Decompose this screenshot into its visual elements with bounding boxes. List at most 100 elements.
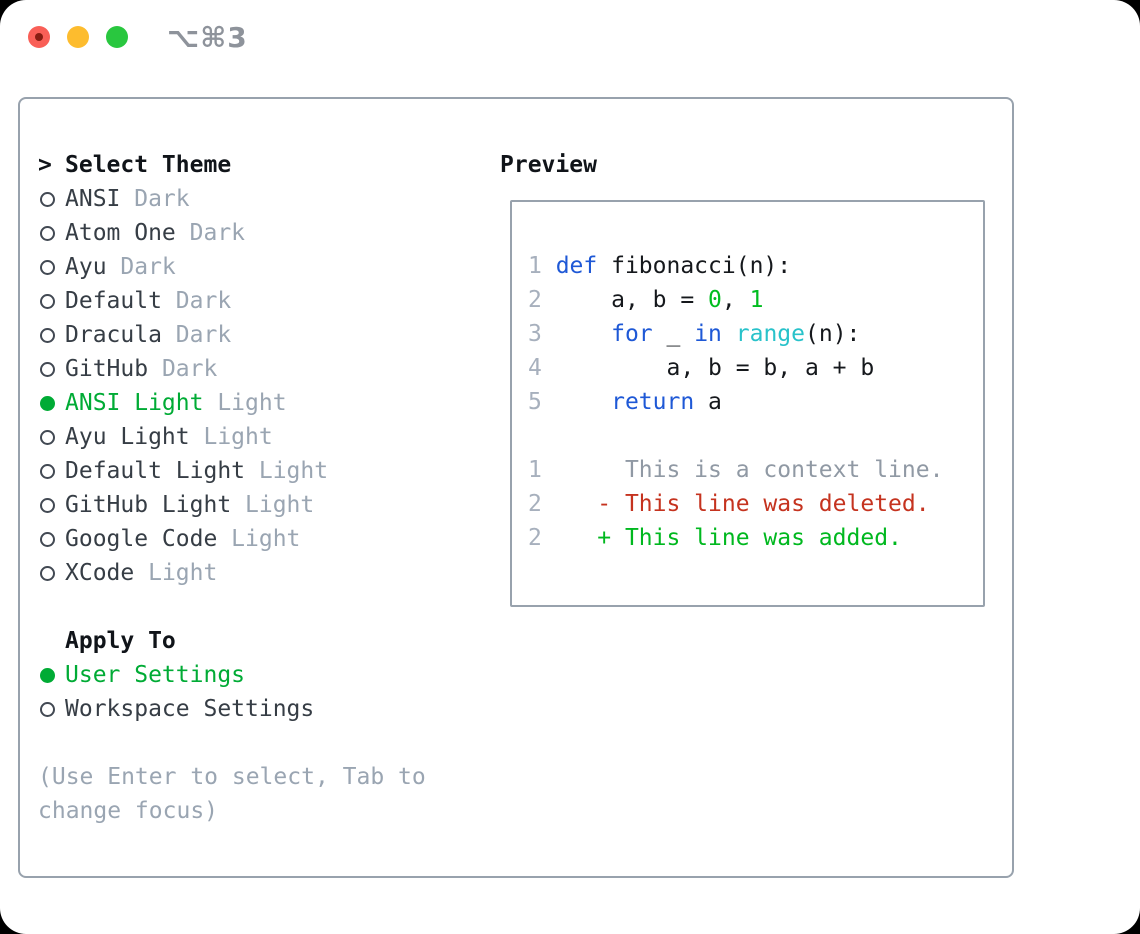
theme-option-label: Default Light: [65, 458, 246, 484]
theme-option-label: XCode: [65, 560, 135, 586]
radio-marker: [38, 361, 65, 377]
radio-icon: [40, 191, 55, 207]
line-number: 2: [528, 525, 556, 551]
token-plain: a, b = b, a + b: [555, 355, 875, 381]
theme-variant-label: Light: [231, 526, 301, 552]
theme-variant-label: Dark: [189, 220, 246, 246]
radio-marker: [38, 667, 65, 683]
theme-option-github[interactable]: GitHub Dark: [38, 352, 426, 386]
token-keyword: return: [611, 389, 695, 415]
line-number: 1: [528, 253, 556, 279]
theme-option-ansi[interactable]: ANSI Dark: [38, 182, 426, 216]
theme-variant-label: Light: [258, 458, 329, 484]
diff-context-text: This is a context line.: [555, 457, 944, 483]
apply-option-workspace-settings[interactable]: Workspace Settings: [38, 692, 426, 726]
radio-marker: [38, 327, 65, 343]
apply-option-label: User Settings: [65, 662, 246, 688]
radio-marker: [38, 531, 65, 547]
theme-option-xcode[interactable]: XCode Light: [38, 556, 426, 590]
token-plain: a, b =: [555, 287, 709, 313]
prompt-icon: >: [38, 152, 52, 178]
theme-option-label: Default: [65, 288, 162, 314]
radio-selected-icon: [40, 667, 55, 683]
theme-option-label: Dracula: [65, 322, 162, 348]
diff-added-text: + This line was added.: [597, 525, 902, 551]
radio-icon: [40, 497, 55, 513]
hint-text-line-1: (Use Enter to select, Tab to: [38, 764, 426, 790]
theme-option-label: GitHub Light: [65, 492, 232, 518]
apply-option-user-settings[interactable]: User Settings: [38, 658, 426, 692]
prompt-marker: >: [38, 152, 65, 178]
theme-variant-label: Dark: [120, 254, 176, 280]
radio-marker: [38, 429, 65, 445]
radio-icon: [40, 429, 55, 445]
radio-icon: [40, 531, 55, 547]
zoom-button[interactable]: [106, 26, 128, 48]
token-plain: (n):: [805, 321, 861, 347]
radio-icon: [40, 565, 55, 581]
theme-variant-label: Light: [217, 390, 287, 416]
token-plain: [556, 491, 598, 517]
radio-marker: [38, 701, 65, 717]
radio-icon: [40, 327, 55, 343]
radio-marker: [38, 463, 65, 479]
theme-variant-label: Dark: [134, 186, 190, 212]
minimize-button[interactable]: [67, 26, 89, 48]
apply-option-label: Workspace Settings: [65, 696, 315, 722]
token-plain: [556, 389, 611, 415]
radio-icon: [40, 293, 55, 309]
preview-heading: Preview: [500, 152, 597, 178]
radio-icon: [40, 463, 55, 479]
theme-option-ayu-light[interactable]: Ayu Light Light: [38, 420, 426, 454]
token-number: 0: [708, 287, 722, 313]
radio-marker: [38, 293, 65, 309]
code-line: 5 return a: [528, 385, 983, 419]
line-number: 4: [528, 355, 556, 381]
radio-icon: [40, 361, 55, 377]
theme-option-label: Ayu: [65, 254, 107, 280]
theme-variant-label: Dark: [161, 356, 218, 382]
line-number: 5: [528, 389, 556, 415]
code-line: 1 This is a context line.: [528, 453, 983, 487]
token-plain: ,: [721, 287, 750, 313]
theme-option-label: Ayu Light: [65, 424, 190, 450]
token-plain: a: [694, 389, 722, 415]
radio-marker: [38, 395, 65, 411]
token-keyword: def: [555, 253, 598, 279]
line-number: 2: [528, 287, 556, 313]
radio-icon: [40, 225, 55, 241]
token-keyword: for: [611, 321, 653, 347]
theme-option-ayu[interactable]: Ayu Dark: [38, 250, 426, 284]
theme-option-atom-one[interactable]: Atom One Dark: [38, 216, 426, 250]
apply-to-heading: Apply To: [38, 624, 426, 658]
theme-variant-label: Light: [148, 560, 218, 586]
close-button[interactable]: [28, 26, 50, 48]
theme-list-title: Select Theme: [65, 152, 232, 178]
theme-variant-label: Light: [203, 424, 273, 450]
theme-option-label: GitHub: [65, 356, 149, 382]
line-number: 2: [528, 491, 556, 517]
line-number: 3: [528, 321, 556, 347]
theme-option-default-light[interactable]: Default Light Light: [38, 454, 426, 488]
radio-marker: [38, 191, 65, 207]
code-blank-line: [528, 419, 983, 453]
code-line: 2 + This line was added.: [528, 521, 983, 555]
token-plain: fibonacci(n):: [597, 253, 792, 279]
radio-selected-icon: [40, 395, 55, 411]
token-plain: [556, 321, 611, 347]
code-line: 2 a, b = 0, 1: [528, 283, 983, 317]
code-line: 4 a, b = b, a + b: [528, 351, 983, 385]
line-number: 1: [528, 457, 556, 483]
theme-option-label: ANSI: [65, 186, 121, 212]
theme-option-label: Atom One: [65, 220, 176, 246]
token-number: 1: [749, 287, 764, 313]
